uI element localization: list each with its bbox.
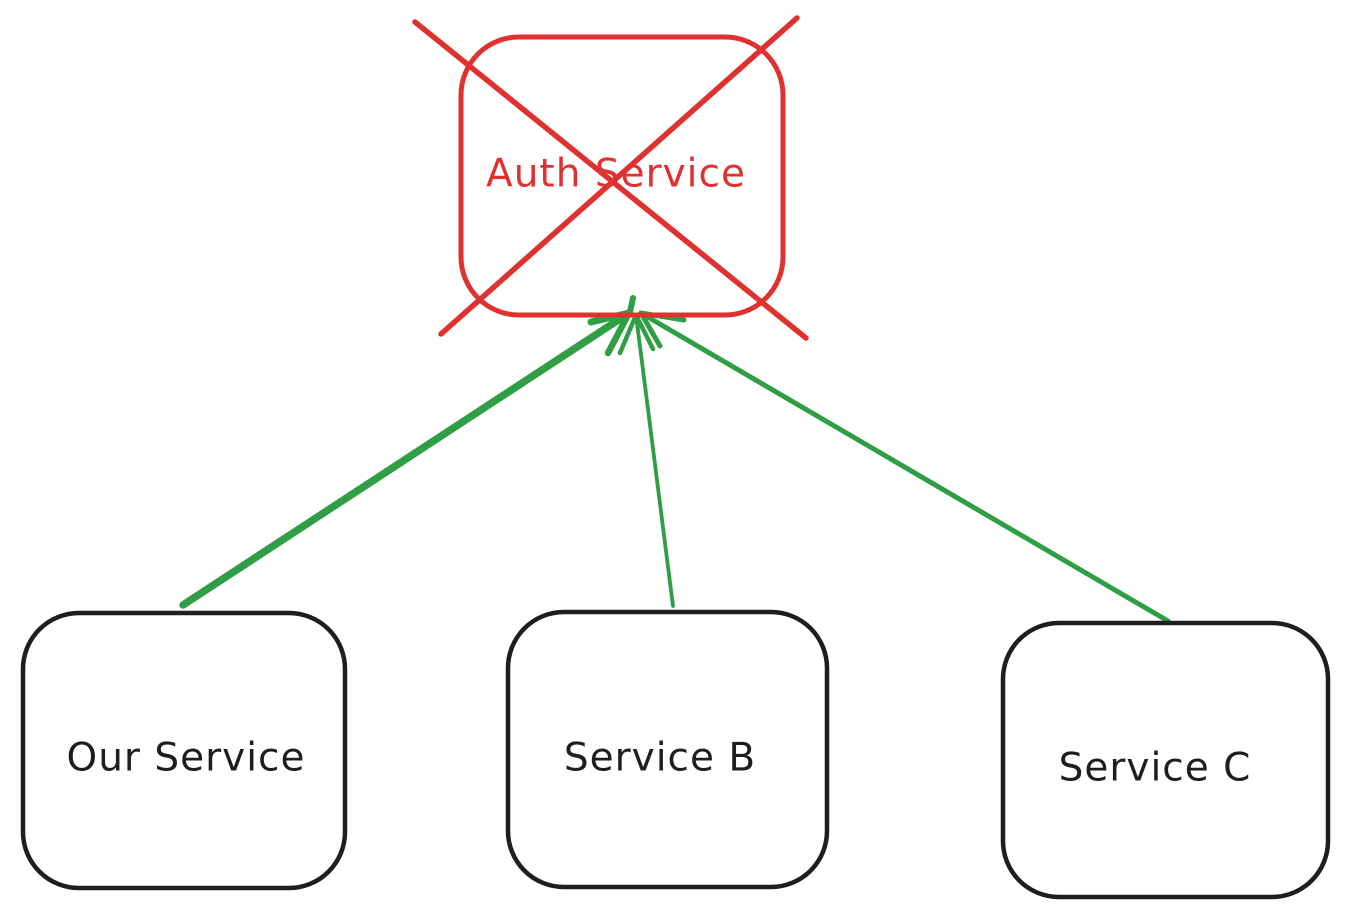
node-service-b[interactable]: Service B (505, 609, 830, 890)
node-box (505, 609, 830, 890)
arrowhead-barb (638, 310, 663, 349)
node-label: Auth Service (486, 152, 746, 197)
node-service-c[interactable]: Service C (1000, 620, 1331, 900)
cross-out-x-icon (412, 15, 809, 341)
arrowhead-barb (617, 312, 639, 356)
edge-our-service-to-auth[interactable] (179, 295, 636, 609)
node-label: Service B (564, 736, 756, 781)
cross-line (438, 15, 800, 337)
arrow-shaft (179, 309, 633, 609)
node-box (458, 34, 786, 318)
arrow-shaft (634, 313, 675, 608)
arrowhead-barb (604, 309, 633, 357)
node-label: Our Service (67, 736, 306, 781)
node-box (1000, 620, 1331, 900)
arrowhead-barb (627, 295, 636, 315)
arrowhead-barb (633, 312, 656, 352)
node-label: Service C (1059, 746, 1252, 791)
node-box (20, 610, 348, 891)
edge-service-c-to-auth[interactable] (638, 310, 1171, 624)
arrow-shaft (638, 310, 1171, 624)
node-our-service[interactable]: Our Service (20, 610, 348, 891)
edge-service-b-to-auth[interactable] (617, 312, 675, 608)
node-auth-service[interactable]: Auth Service (412, 15, 809, 341)
